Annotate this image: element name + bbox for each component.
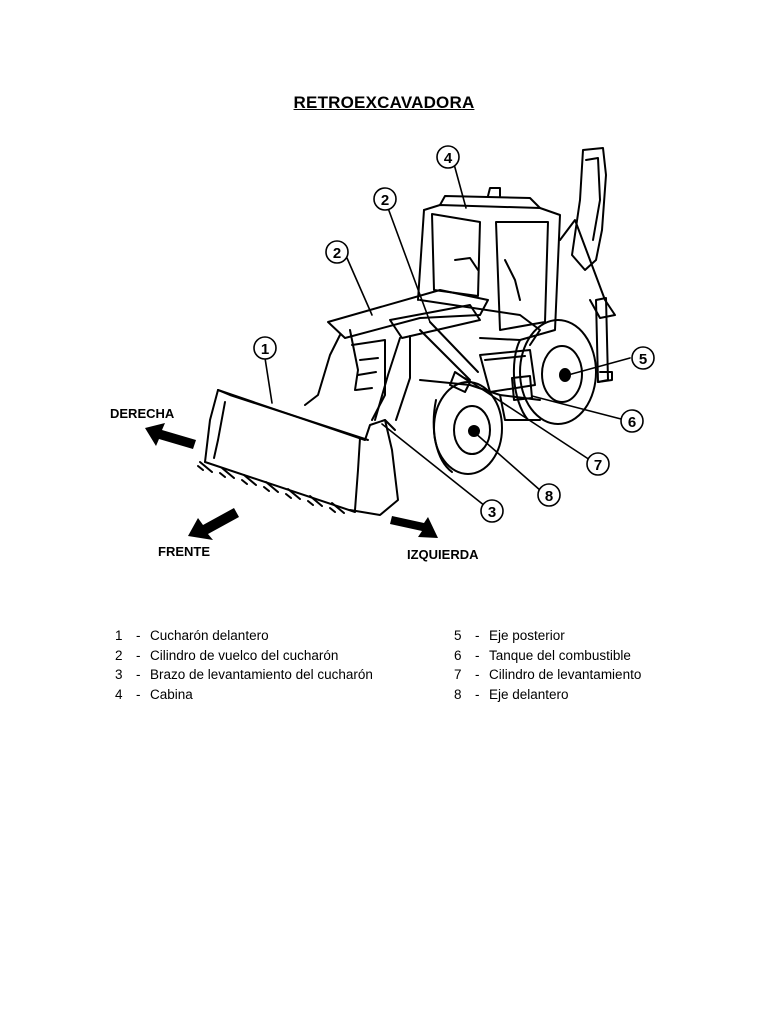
callout-6-circle xyxy=(620,409,644,433)
callout-6: 6 xyxy=(628,414,636,431)
legend-dash: - xyxy=(475,628,480,643)
callout-8: 8 xyxy=(545,488,553,505)
callout-8-circle xyxy=(537,483,561,507)
callout-3-circle xyxy=(480,499,504,523)
legend-label: Cabina xyxy=(150,686,193,702)
legend-item: 6 - Tanque del combustible xyxy=(454,646,641,666)
callout-5-circle xyxy=(631,346,655,370)
legend-dash: - xyxy=(475,686,480,702)
legend-label: Eje posterior xyxy=(489,628,565,643)
callout-1-circle xyxy=(253,336,277,360)
legend-right: 5 - Eje posterior 6 - Tanque del combust… xyxy=(454,626,641,704)
legend-number: 5 xyxy=(454,628,462,643)
legend-dash: - xyxy=(475,667,480,682)
legend-item: 4 - Cabina xyxy=(115,685,373,705)
direction-front-label: FRENTE xyxy=(158,544,210,559)
legend-label: Cilindro de vuelco del cucharón xyxy=(150,647,339,663)
callout-1: 1 xyxy=(261,341,269,358)
legend-number: 4 xyxy=(115,686,123,702)
legend-number: 6 xyxy=(454,647,462,663)
legend-item: 5 - Eje posterior xyxy=(454,626,641,646)
callout-7-circle xyxy=(586,452,610,476)
legend-dash: - xyxy=(475,647,480,663)
direction-right-label: DERECHA xyxy=(110,406,175,421)
front-bucket xyxy=(197,389,399,516)
legend-label: Cucharón delantero xyxy=(150,628,269,643)
legend-number: 1 xyxy=(115,628,123,643)
arrow-izquierda-icon xyxy=(390,516,438,538)
callout-2a-circle xyxy=(325,240,349,264)
legend-number: 2 xyxy=(115,647,123,663)
backhoe-arm xyxy=(559,147,616,383)
diagram-title: RETROEXCAVADORA xyxy=(293,93,475,112)
legend-number: 8 xyxy=(454,686,462,702)
front-wheel xyxy=(432,381,503,475)
legend-dash: - xyxy=(136,647,141,663)
callout-2b: 2 xyxy=(381,192,389,209)
callout-2a: 2 xyxy=(333,245,341,262)
rear-wheel xyxy=(512,319,597,425)
callout-4: 4 xyxy=(444,150,453,167)
legend-item: 7 - Cilindro de levantamiento xyxy=(454,665,641,685)
legend-dash: - xyxy=(136,686,141,702)
callout-3: 3 xyxy=(488,504,496,521)
legend-left: 1 - Cucharón delantero 2 - Cilindro de v… xyxy=(115,626,373,704)
arrow-frente-icon xyxy=(188,508,239,540)
legend-number: 3 xyxy=(115,667,123,682)
loader-arms xyxy=(304,289,489,421)
direction-arrows xyxy=(145,423,438,540)
callout-4-circle xyxy=(436,145,460,169)
direction-left-label: IZQUIERDA xyxy=(407,547,479,562)
legend-label: Brazo de levantamiento del cucharón xyxy=(150,667,373,682)
legend-dash: - xyxy=(136,628,141,643)
legend-item: 2 - Cilindro de vuelco del cucharón xyxy=(115,646,373,666)
legend-item: 3 - Brazo de levantamiento del cucharón xyxy=(115,665,373,685)
legend-number: 7 xyxy=(454,667,462,682)
callout-7: 7 xyxy=(594,457,602,474)
callout-5: 5 xyxy=(639,351,647,368)
callout-2b-circle xyxy=(373,187,397,211)
leader-lines xyxy=(264,163,631,507)
legend-label: Eje delantero xyxy=(489,686,569,702)
arrow-derecha-icon xyxy=(145,423,196,449)
legend-label: Tanque del combustible xyxy=(489,647,631,663)
legend-item: 1 - Cucharón delantero xyxy=(115,626,373,646)
legend-item: 8 - Eje delantero xyxy=(454,685,641,705)
legend-dash: - xyxy=(136,667,141,682)
legend-label: Cilindro de levantamiento xyxy=(489,667,642,682)
